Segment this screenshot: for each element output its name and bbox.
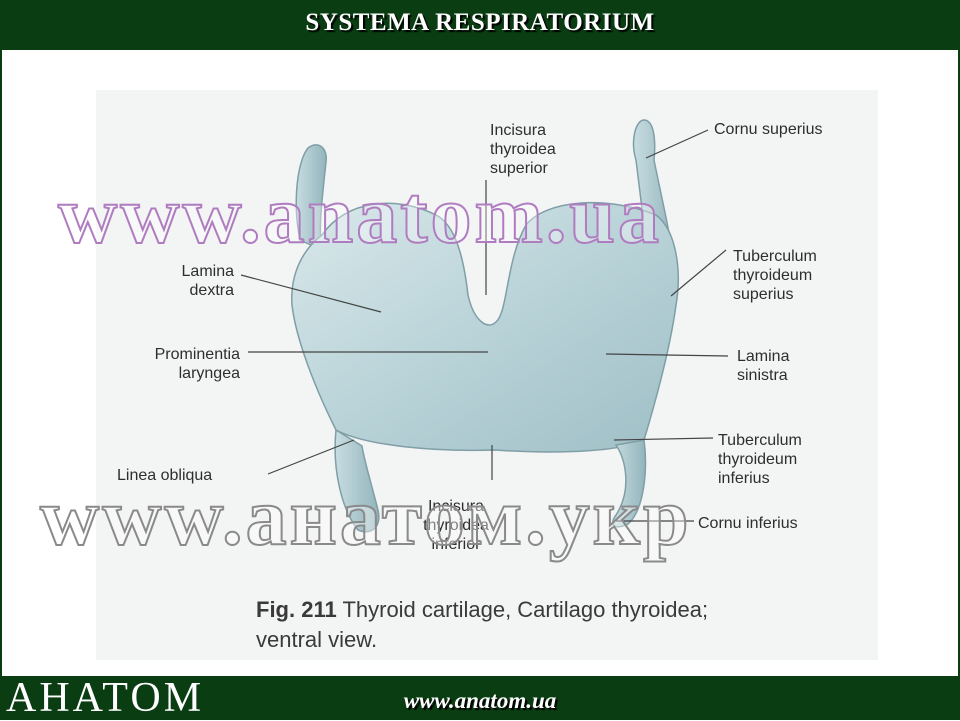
label-incisura-thyroidea-inferior: Incisura thyroidea inferior [423,498,489,553]
header-bar: SYSTEMA RESPIRATORIUM [0,0,960,50]
footer-url-link[interactable]: www.anatom.ua [403,688,557,713]
label-tuberculum-thyroideum-superius: Tuberculum thyroideum superius [733,248,817,303]
figure-caption: Fig. 211 Thyroid cartilage, Cartilago th… [256,595,856,655]
anatomy-figure [96,90,878,660]
label-lamina-dextra: Lamina dextra [181,263,234,299]
cornu-inferius-left-shape [612,439,647,528]
label-linea-obliqua: Linea obliqua [117,467,213,484]
watermark-bottom: www.анатом.укр [39,470,692,563]
label-cornu-superius: Cornu superius [714,121,823,138]
label-incisura-thyroidea-superior: Incisura thyroidea superior [490,122,556,177]
slide-title: SYSTEMA RESPIRATORIUM [305,9,655,36]
footer-bar [0,676,960,720]
label-cornu-inferius: Cornu inferius [698,515,798,532]
cornu-superius-right-shape [295,144,327,252]
label-lamina-sinistra: Lamina sinistra [737,348,790,384]
cornu-inferius-right-shape [334,428,380,533]
brand-logo-text: АНАТОМ [6,675,205,721]
thyroid-cartilage-illustration [240,119,729,533]
figure-caption-text: Thyroid cartilage, Cartilago thyroidea; … [256,597,709,652]
cartilage-body-shape [291,201,679,453]
figure-number: Fig. 211 [256,597,337,622]
watermark-top: www.anatom.ua [57,168,662,261]
label-tuberculum-thyroideum-inferius: Tuberculum thyroideum inferius [718,432,802,487]
leader-lines [240,129,729,522]
label-prominentia-laryngea: Prominentia laryngea [154,346,240,382]
